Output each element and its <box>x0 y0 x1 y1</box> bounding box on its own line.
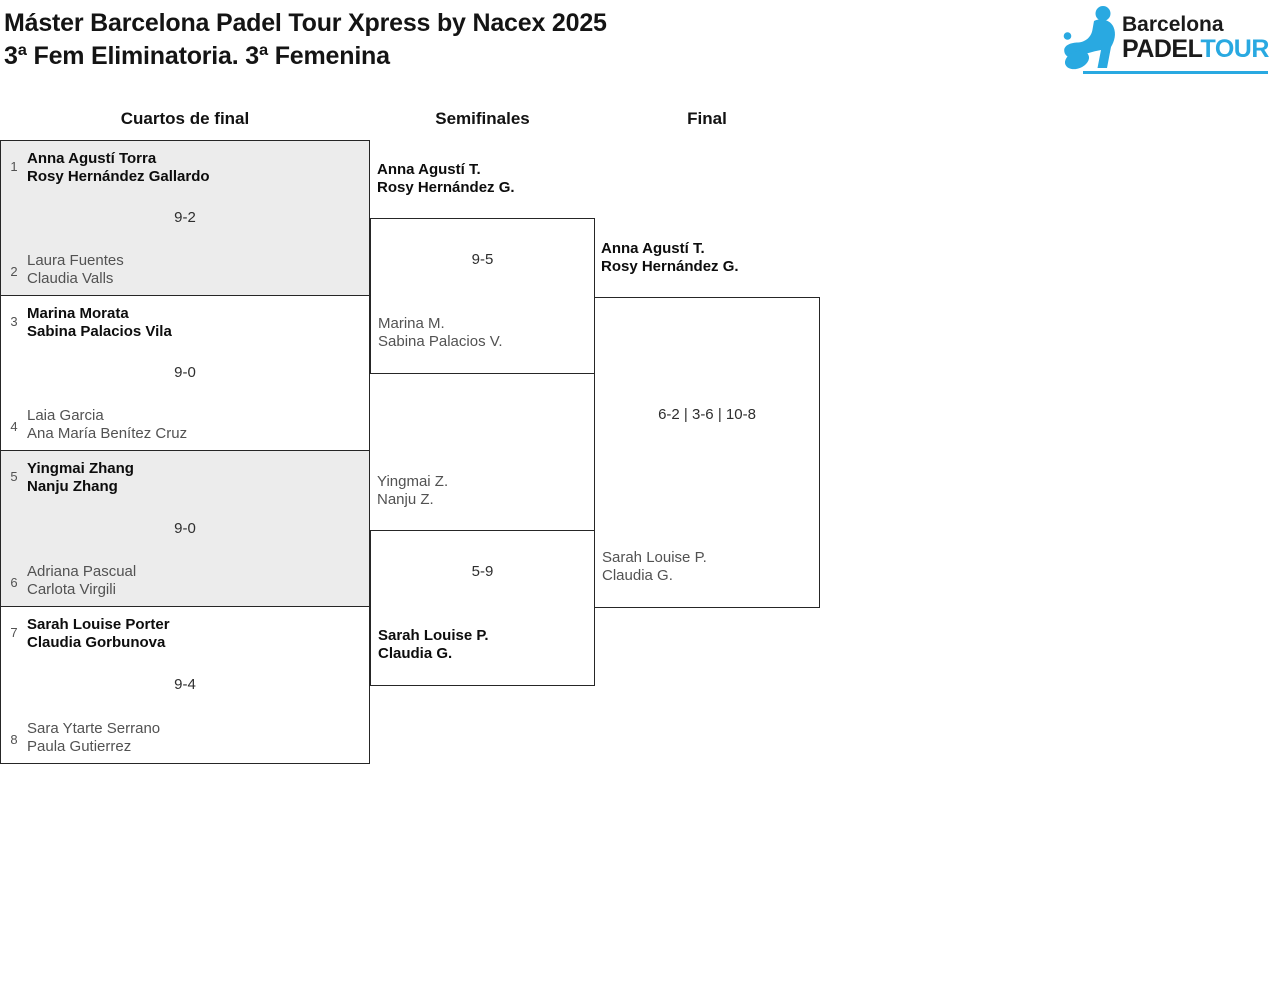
logo-word-tour: TOUR <box>1200 35 1270 63</box>
team-name: Marina M. Sabina Palacios V. <box>378 315 503 351</box>
logo-wordmark: Barcelona PADELTOUR <box>1122 13 1269 63</box>
quarterfinal-match-2[interactable]: 3 Marina Morata Sabina Palacios Vila 9-0… <box>0 295 370 451</box>
player-name: Anna Agustí Torra <box>27 150 157 167</box>
match-score: 6-2 | 3-6 | 10-8 <box>658 406 756 423</box>
team-name: Adriana Pascual Carlota Virgili <box>27 563 136 599</box>
match-score: 9-0 <box>174 364 196 381</box>
team-name: Marina Morata Sabina Palacios Vila <box>27 305 172 341</box>
seed-number: 3 <box>10 314 18 329</box>
logo-underline <box>1083 71 1268 74</box>
logo-word-padel: PADEL <box>1122 35 1201 63</box>
quarterfinal-match-3[interactable]: 5 Yingmai Zhang Nanju Zhang 9-0 6 Adrian… <box>0 450 370 607</box>
player-name: Anna Agustí T. <box>377 161 481 178</box>
player-name: Claudia G. <box>602 567 673 584</box>
match-score: 5-9 <box>471 563 494 580</box>
team-name: Sarah Louise Porter Claudia Gorbunova <box>27 616 170 652</box>
team-name: Anna Agustí Torra Rosy Hernández Gallard… <box>27 150 210 186</box>
logo-word-padeltour: PADELTOUR <box>1122 36 1269 62</box>
seed-number: 7 <box>10 625 18 640</box>
player-name: Rosy Hernández Gallardo <box>27 168 210 185</box>
round-header-final: Final <box>687 109 727 128</box>
player-name: Laura Fuentes <box>27 252 124 269</box>
team-name: Sara Ytarte Serrano Paula Gutierrez <box>27 720 160 756</box>
semifinal-match-1[interactable]: 9-5 Marina M. Sabina Palacios V. <box>370 218 595 374</box>
match-score: 9-5 <box>471 251 494 268</box>
player-name: Paula Gutierrez <box>27 738 132 755</box>
team-name: Laia Garcia Ana María Benítez Cruz <box>27 407 187 443</box>
seed-number: 1 <box>10 159 18 174</box>
team-name: Sarah Louise P. Claudia G. <box>378 627 489 663</box>
player-name: Nanju Zhang <box>27 478 118 495</box>
final-match[interactable]: 6-2 | 3-6 | 10-8 Sarah Louise P. Claudia… <box>594 297 820 608</box>
quarterfinal-match-1[interactable]: 1 Anna Agustí Torra Rosy Hernández Galla… <box>0 140 370 296</box>
player-name: Ana María Benítez Cruz <box>27 425 188 442</box>
padel-player-icon <box>1063 6 1115 70</box>
player-name: Claudia Gorbunova <box>27 634 166 651</box>
player-name: Yingmai Zhang <box>27 460 134 477</box>
player-name: Sabina Palacios Vila <box>27 323 172 340</box>
page-title-block: Máster Barcelona Padel Tour Xpress by Na… <box>4 7 607 73</box>
player-name: Carlota Virgili <box>27 581 116 598</box>
page-title: Máster Barcelona Padel Tour Xpress by Na… <box>4 9 607 37</box>
semifinal-2-top-team: Yingmai Z. Nanju Z. <box>377 473 448 509</box>
seed-number: 4 <box>10 419 18 434</box>
match-score: 9-0 <box>174 519 196 537</box>
seed-number: 5 <box>10 469 18 484</box>
seed-number: 2 <box>10 264 18 279</box>
player-name: Sara Ytarte Serrano <box>27 720 161 737</box>
player-name: Claudia Valls <box>27 270 114 287</box>
logo-word-barcelona: Barcelona <box>1122 13 1224 36</box>
final-top-team: Anna Agustí T. Rosy Hernández G. <box>601 240 739 276</box>
player-name: Claudia G. <box>378 645 453 662</box>
player-name: Yingmai Z. <box>377 473 449 490</box>
round-header-semifinals: Semifinales <box>435 109 530 128</box>
team-name: Yingmai Zhang Nanju Zhang <box>27 460 134 496</box>
page-subtitle: 3ª Fem Eliminatoria. 3ª Femenina <box>4 42 390 70</box>
player-name: Laia Garcia <box>27 407 104 424</box>
team-name: Sarah Louise P. Claudia G. <box>602 549 707 585</box>
seed-number: 8 <box>10 732 18 747</box>
player-name: Sarah Louise P. <box>378 627 489 644</box>
player-name: Sarah Louise P. <box>602 549 707 566</box>
quarterfinal-match-4[interactable]: 7 Sarah Louise Porter Claudia Gorbunova … <box>0 606 370 764</box>
player-name: Sarah Louise Porter <box>27 616 170 633</box>
player-name: Adriana Pascual <box>27 563 137 580</box>
player-name: Sabina Palacios V. <box>378 333 503 350</box>
match-score: 9-4 <box>174 676 196 693</box>
round-header-quarterfinals: Cuartos de final <box>120 109 250 128</box>
player-name: Rosy Hernández G. <box>377 179 515 196</box>
player-name: Marina M. <box>378 315 445 332</box>
seed-number: 6 <box>10 575 18 590</box>
player-name: Marina Morata <box>27 305 129 322</box>
player-name: Anna Agustí T. <box>601 240 705 257</box>
team-name: Laura Fuentes Claudia Valls <box>27 252 124 288</box>
match-score: 9-2 <box>174 209 196 226</box>
semifinal-1-top-team: Anna Agustí T. Rosy Hernández G. <box>377 161 515 197</box>
player-name: Nanju Z. <box>377 491 434 508</box>
barcelona-padel-tour-logo: Barcelona PADELTOUR <box>1063 5 1269 74</box>
player-name: Rosy Hernández G. <box>601 258 739 275</box>
semifinal-match-2[interactable]: 5-9 Sarah Louise P. Claudia G. <box>370 530 595 686</box>
